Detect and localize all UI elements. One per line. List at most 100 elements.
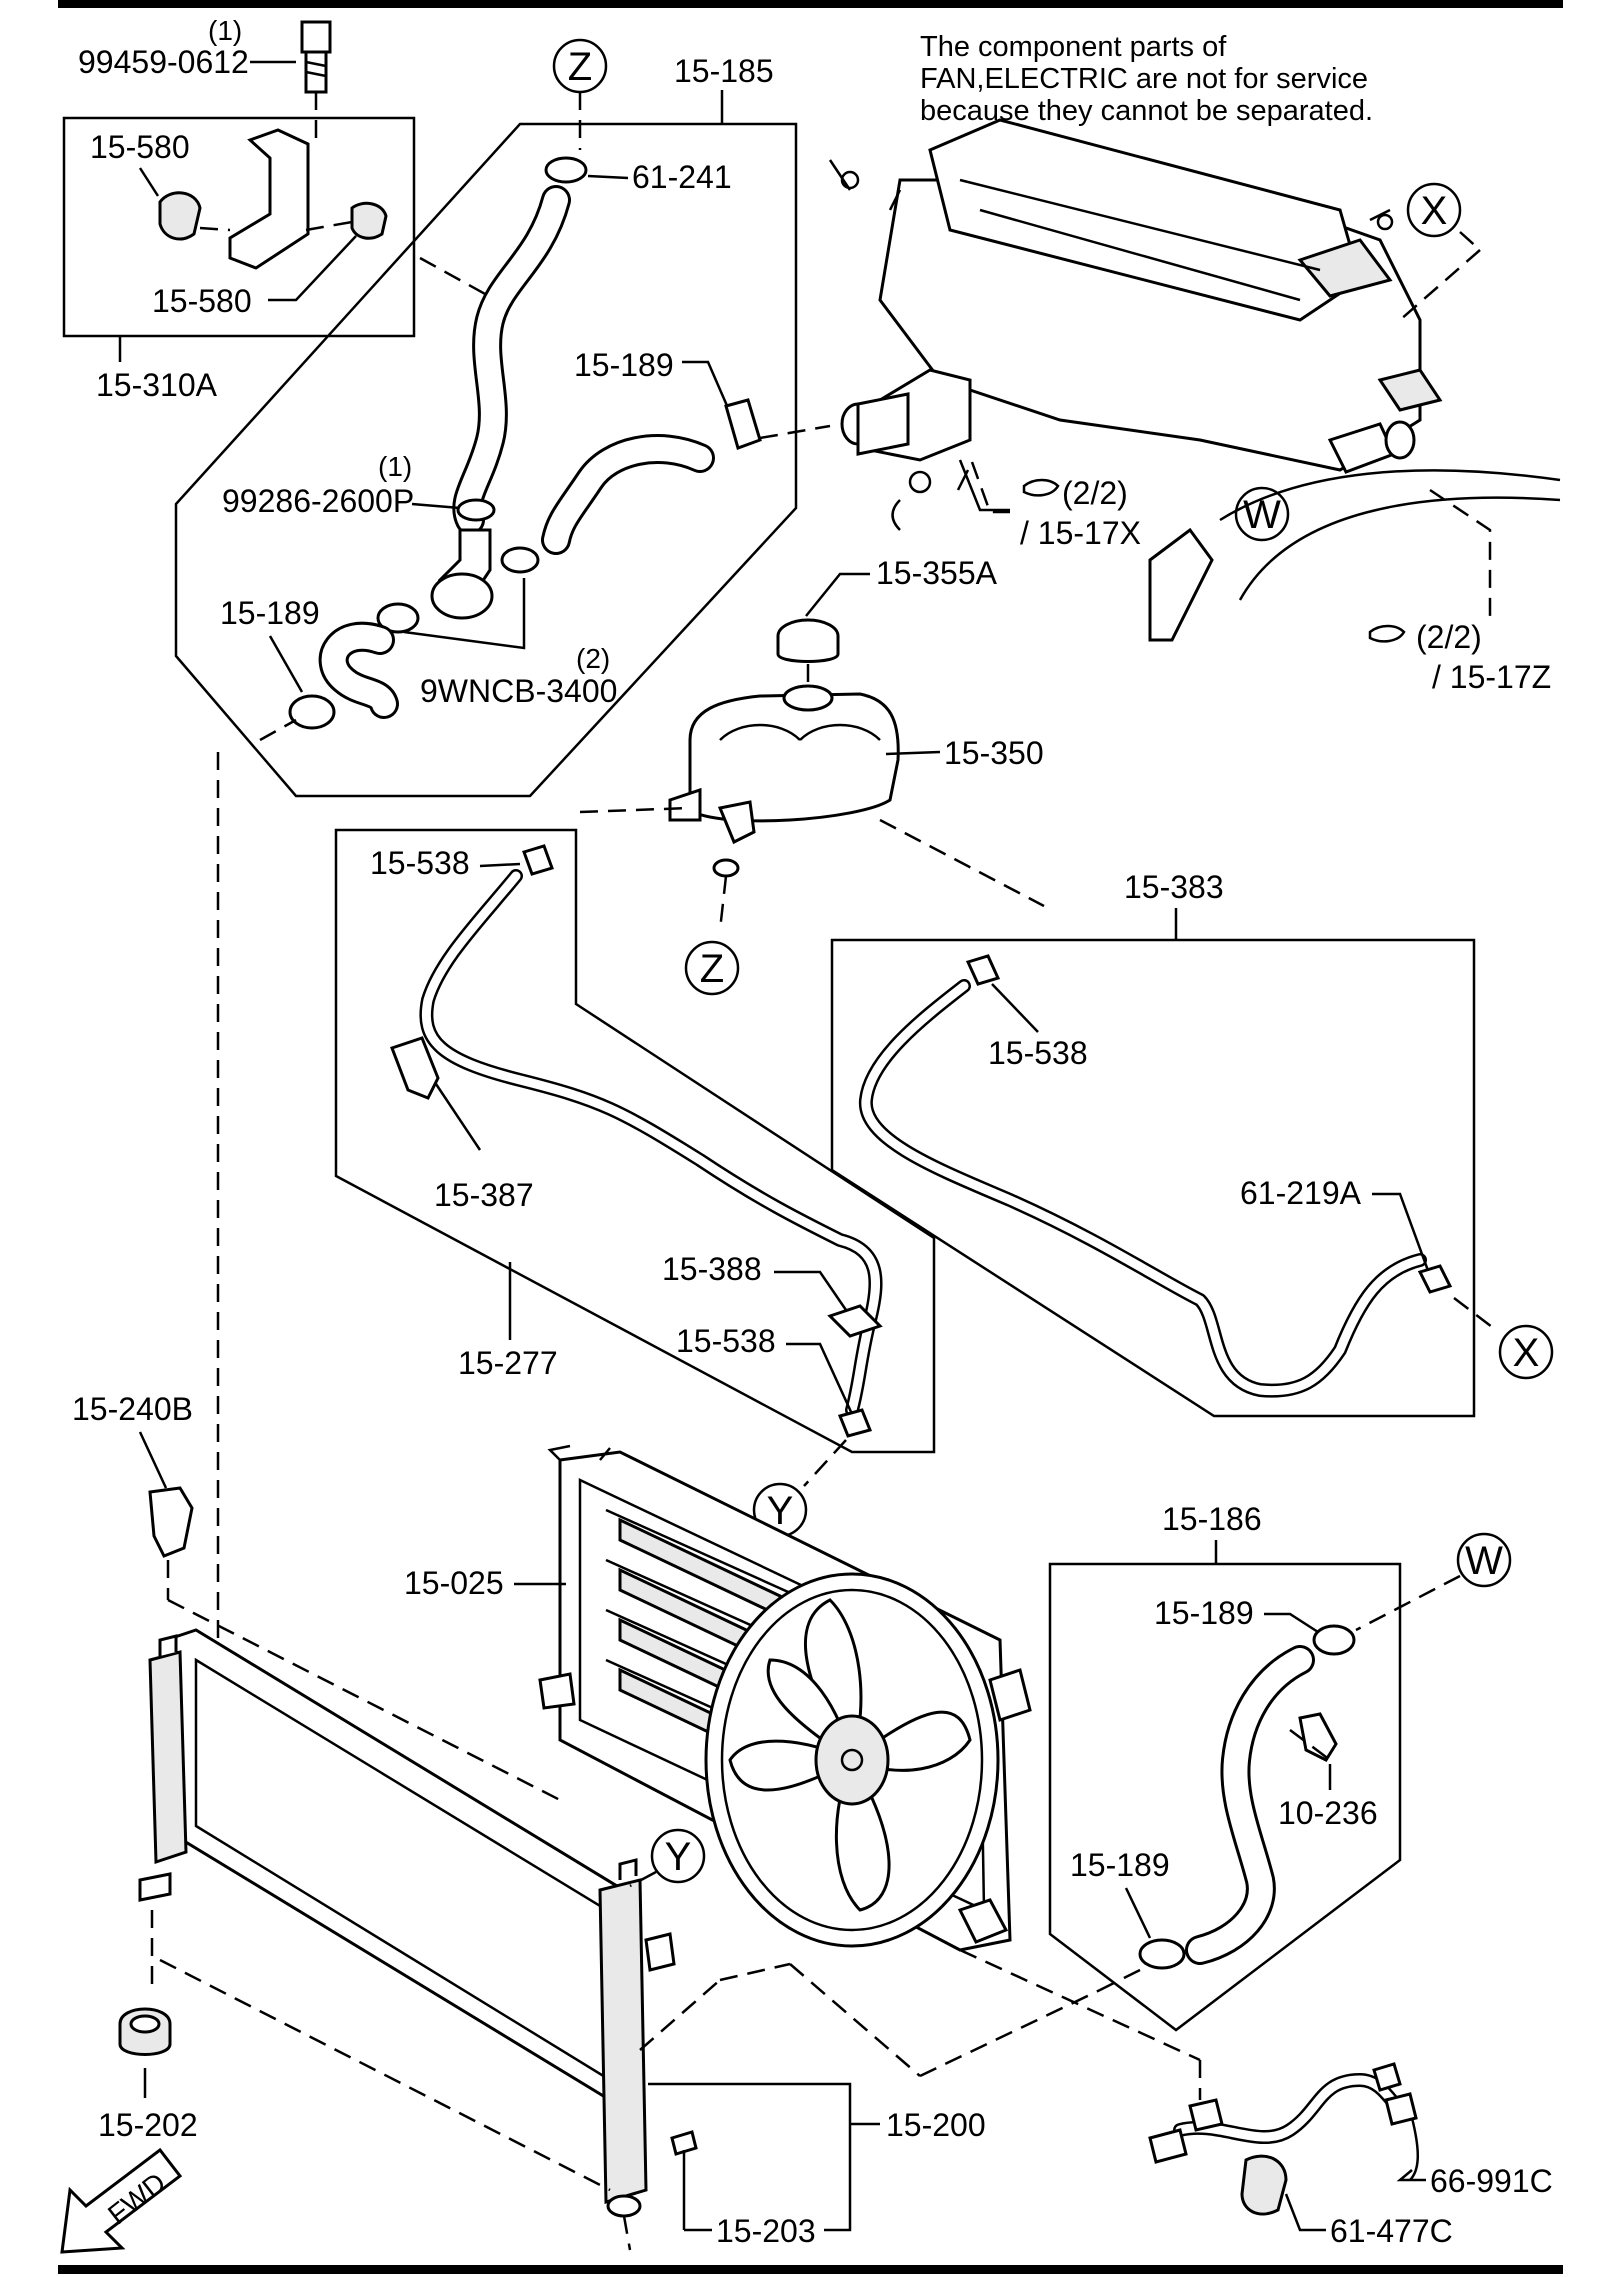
label-10-236: 10-236 (1278, 1795, 1378, 1831)
box-15-185 (174, 122, 798, 798)
upper-hose-group: 15-185 Z 61-241 15-189 (1) 99286-2600P 1… (174, 38, 831, 798)
clamp-9wncb-b (376, 602, 420, 634)
marker-w-right-text: W (1465, 1539, 1503, 1583)
label-qty-2: (2) (576, 643, 610, 674)
radiator-assembly (138, 1598, 1202, 2251)
label-ref-22-x: (2/2) (1062, 475, 1128, 511)
clip-15-240B (148, 1486, 194, 1558)
label-99286: 99286-2600P (222, 483, 414, 519)
label-15-350: 15-350 (944, 735, 1044, 771)
label-15-387: 15-387 (434, 1177, 534, 1213)
note-line-3: because they cannot be separated. (920, 95, 1373, 127)
fan-motor-connector (988, 1668, 1032, 1722)
clamp-15-538b (965, 954, 1001, 986)
clamp-99286 (456, 498, 496, 522)
bracket-assembly-group: (1) 99459-0612 15-580 15-580 15-310A (62, 15, 416, 403)
label-bolt: 99459-0612 (78, 44, 249, 80)
label-15-189a: 15-189 (574, 347, 674, 383)
radiator-outlet (644, 1932, 676, 1972)
label-61-241: 61-241 (632, 159, 732, 195)
label-15-202: 15-202 (98, 2107, 198, 2143)
label-15-580b: 15-580 (152, 283, 252, 319)
service-note: The component parts of FAN,ELECTRIC are … (920, 31, 1373, 127)
clamp-15-189d (1138, 1938, 1186, 1970)
label-15-388: 15-388 (662, 1251, 762, 1287)
box-15-310A (62, 116, 416, 338)
label-15-189b: 15-189 (220, 595, 320, 631)
harness-group: 66-991C 61-477C (1148, 2062, 1553, 2249)
fan-hub (814, 1714, 890, 1806)
pointer-hand-icon-z (1368, 624, 1406, 643)
label-15-189c: 15-189 (1154, 1595, 1254, 1631)
clip-15-387 (390, 1036, 440, 1100)
reservoir-hose-15-277 (419, 869, 883, 1417)
label-9wncb: 9WNCB-3400 (420, 673, 617, 709)
sensor-left (158, 191, 202, 241)
marker-z-mid (684, 940, 740, 996)
clamp-15-189a (724, 398, 762, 450)
note-line-1: The component parts of (920, 31, 1227, 63)
marker-w-top-text: W (1243, 493, 1281, 537)
harness-connector-b (1148, 2128, 1188, 2164)
label-15-17Z: / 15-17Z (1432, 659, 1551, 695)
radiator-tank-right (598, 1878, 648, 2205)
fan-shroud-assembly (538, 1444, 1032, 1952)
marker-z-top-text: Z (568, 45, 592, 89)
label-15-240B: 15-240B (72, 1391, 193, 1427)
box-15-383 (830, 938, 1476, 1418)
label-15-538b: 15-538 (988, 1035, 1088, 1071)
top-border (58, 0, 1563, 8)
harness-connector-a (1384, 2092, 1418, 2126)
clamp-61-219A (1417, 1264, 1453, 1294)
label-15-310A: 15-310A (96, 367, 218, 403)
marker-z-mid-text: Z (700, 947, 724, 991)
coolant-reservoir-group: 15-355A 15-350 Z (579, 555, 1045, 996)
marker-x-mid-text: X (1513, 1331, 1540, 1375)
bottom-border (58, 2265, 1563, 2274)
plug-15-203 (670, 2130, 698, 2156)
label-66-991C: 66-991C (1430, 2163, 1553, 2199)
label-15-277: 15-277 (458, 1345, 558, 1381)
clamp-15-538c (837, 1408, 873, 1438)
label-15-538c: 15-538 (676, 1323, 776, 1359)
label-15-186: 15-186 (1162, 1501, 1262, 1537)
marker-y-low-text: Y (665, 1835, 692, 1879)
hose-15-383-group: 15-383 15-538 61-219A X (830, 869, 1554, 1418)
clamp-15-189b (288, 694, 336, 730)
label-qty-1b: (1) (378, 451, 412, 482)
label-15-185: 15-185 (674, 53, 774, 89)
clamp-9wncb-a (500, 546, 540, 574)
marker-y-low (650, 1828, 706, 1884)
fwd-arrow-icon: FWD (60, 2147, 183, 2254)
sensor-right (350, 201, 388, 240)
reservoir-tank (688, 692, 900, 823)
lower-hose-group: 15-186 W 15-189 10-236 15-189 (1048, 1501, 1512, 2032)
pointer-hand-icon-x (1022, 478, 1060, 497)
label-15-538a: 15-538 (370, 845, 470, 881)
label-15-17X: / 15-17X (1020, 515, 1141, 551)
label-15-025: 15-025 (404, 1565, 504, 1601)
engine-mount-arm (1148, 527, 1214, 642)
marker-w-top (1234, 486, 1290, 542)
label-61-477C: 61-477C (1330, 2213, 1453, 2249)
label-15-580a: 15-580 (90, 129, 190, 165)
clip-10-236 (1298, 1712, 1338, 1762)
marker-x-top-text: X (1421, 189, 1448, 233)
radiator-tank-left (148, 1650, 188, 1865)
label-15-189d: 15-189 (1070, 1847, 1170, 1883)
label-15-200: 15-200 (886, 2107, 986, 2143)
box-15-277 (334, 828, 936, 1454)
engine-block (828, 118, 1561, 642)
label-ref-22-z: (2/2) (1416, 619, 1482, 655)
label-15-203: 15-203 (716, 2213, 816, 2249)
clamp-15-189c (1312, 1624, 1356, 1656)
box-15-186 (1048, 1562, 1402, 2032)
clamp-61-477C (1240, 2154, 1288, 2216)
bolt-head (300, 20, 332, 54)
marker-w-right (1456, 1532, 1512, 1588)
label-61-219A: 61-219A (1240, 1175, 1362, 1211)
bracket (228, 128, 310, 270)
note-line-2: FAN,ELECTRIC are not for service (920, 63, 1368, 95)
clip-15-388 (827, 1304, 883, 1338)
